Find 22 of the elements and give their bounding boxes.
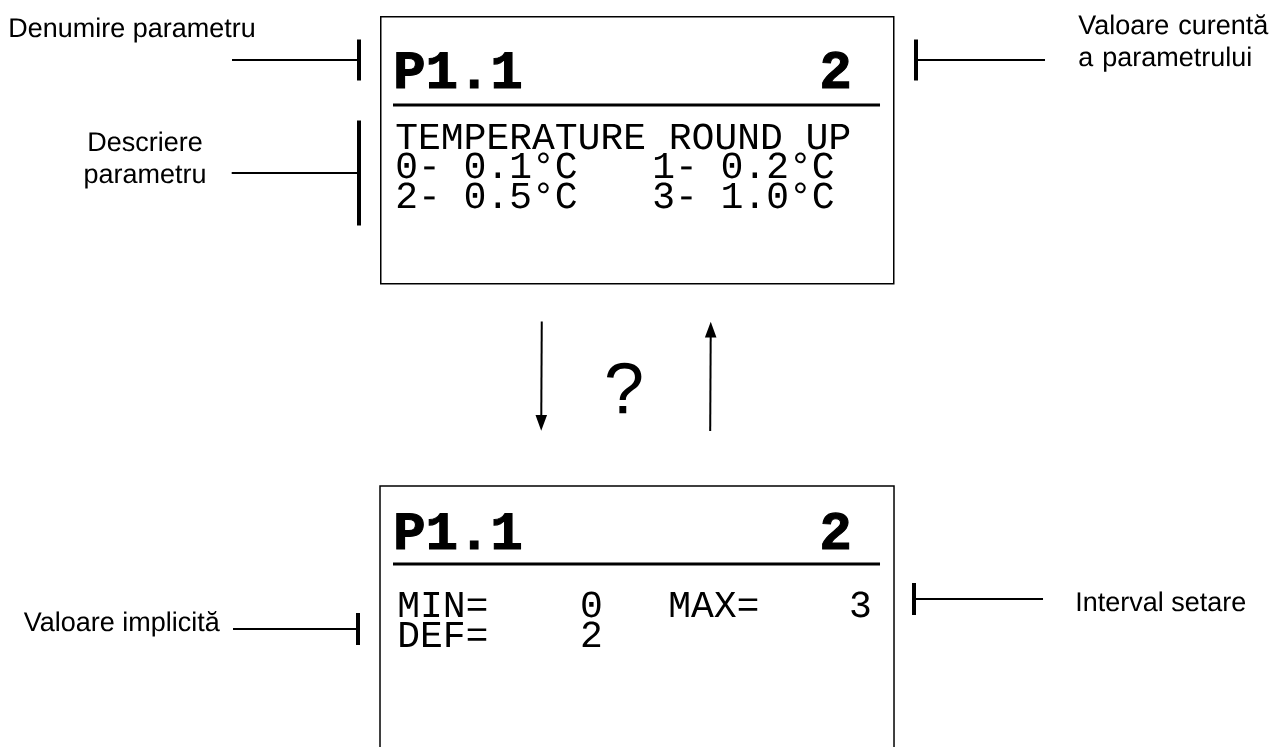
leader-line [230,120,361,226]
callout-label: Descriere parametru [85,131,205,189]
callout-label: Valoare curentă a parametrului [1078,14,1269,72]
setting-label: MIN= [399,592,487,617]
callout-label: Denumire parametru [10,17,254,43]
setting-label: DEF= [400,622,487,647]
setting-value: 3 [851,591,870,618]
leader-line [912,583,1044,615]
leader-line [231,39,361,81]
callout-label: Interval setare [1077,591,1246,612]
leader-line [914,39,1046,81]
option-text: 1- 0.2°C [654,152,833,179]
question-mark: ? [606,362,642,414]
option-text: 3- 1.0°C [654,182,833,209]
setting-value: 2 [582,621,601,647]
description-text: TEMPERATURE ROUND UP [396,123,850,150]
option-text: 2- 0.5°C [397,182,576,209]
setting-label: MAX= [670,592,758,617]
callout-label: Valoare implicită [23,611,220,637]
setting-value: 0 [582,591,601,618]
option-text: 0- 0.1°C [397,152,576,179]
leader-line [232,613,360,645]
